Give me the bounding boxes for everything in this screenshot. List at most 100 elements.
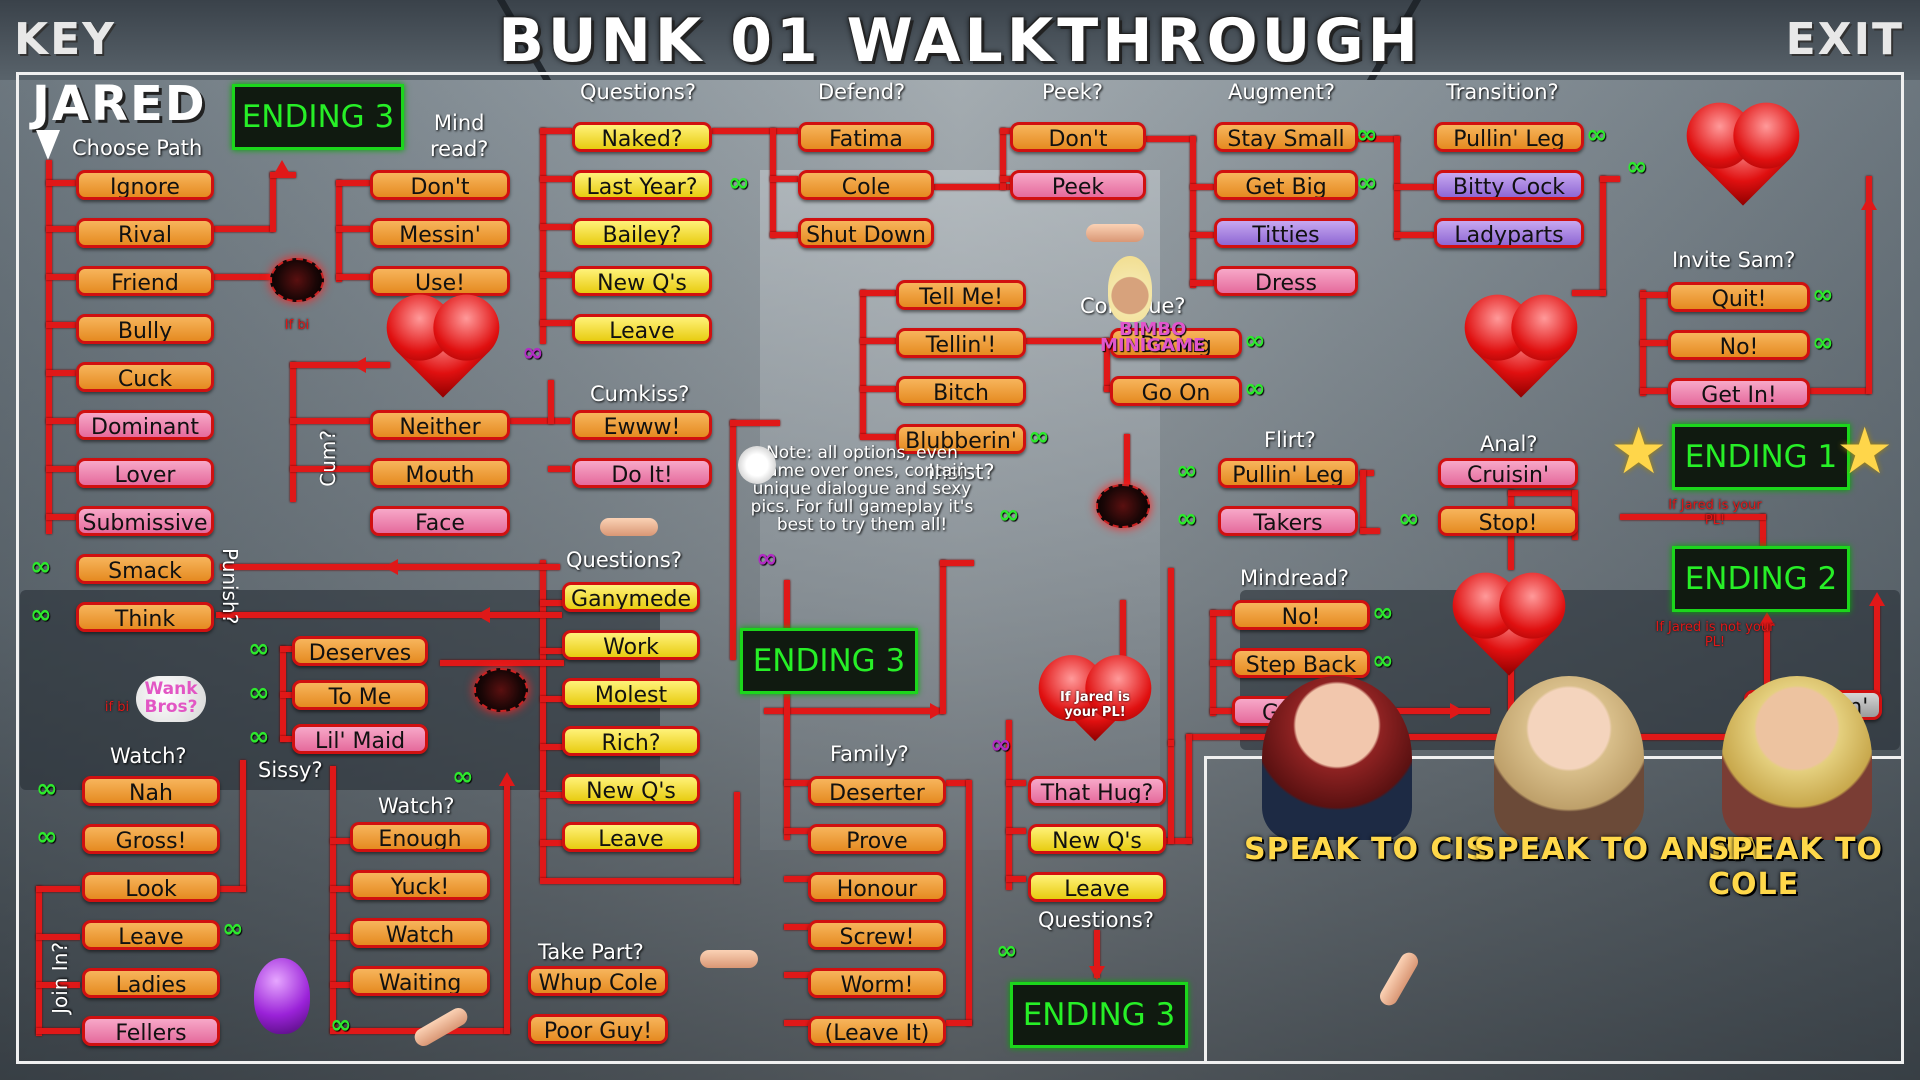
option-dont[interactable]: Don't (370, 170, 510, 200)
option-ewww[interactable]: Ewww! (572, 410, 712, 440)
speak-to-anna-button[interactable]: SPEAK TO ANNA (1474, 832, 1762, 867)
option-yuck[interactable]: Yuck! (350, 870, 490, 900)
option-ignore[interactable]: Ignore (76, 170, 214, 200)
option-enough[interactable]: Enough (350, 822, 490, 852)
option-watch[interactable]: Watch (350, 918, 490, 948)
option-look[interactable]: Look (82, 872, 220, 902)
option-new-qs-2[interactable]: New Q's (562, 774, 700, 804)
option-rich[interactable]: Rich? (562, 726, 700, 756)
option-get-big[interactable]: Get Big (1214, 170, 1358, 200)
option-face[interactable]: Face (370, 506, 510, 536)
option-honour[interactable]: Honour (808, 872, 946, 902)
option-poor-guy[interactable]: Poor Guy! (528, 1014, 668, 1044)
option-messin[interactable]: Messin' (370, 218, 510, 248)
option-lil-maid[interactable]: Lil' Maid (292, 724, 428, 754)
flow-connector (46, 322, 76, 328)
ending-1-box[interactable]: ENDING 1 (1672, 424, 1850, 490)
option-leave[interactable]: Leave (572, 314, 712, 344)
flow-connector (1640, 292, 1668, 298)
option-bitch[interactable]: Bitch (896, 376, 1026, 406)
option-last-year[interactable]: Last Year? (572, 170, 712, 200)
option-naked[interactable]: Naked? (572, 122, 712, 152)
option-mouth[interactable]: Mouth (370, 458, 510, 488)
option-leave-it[interactable]: (Leave It) (808, 1016, 946, 1046)
option-deserves[interactable]: Deserves (292, 636, 428, 666)
option-leave-3[interactable]: Leave (1028, 872, 1166, 902)
option-ladyparts[interactable]: Ladyparts (1434, 218, 1584, 248)
option-whup-cole[interactable]: Whup Cole (528, 966, 668, 996)
option-molest[interactable]: Molest (562, 678, 700, 708)
option-shut-down[interactable]: Shut Down (798, 218, 934, 248)
option-think[interactable]: Think (76, 602, 214, 632)
option-stop[interactable]: Stop! (1438, 506, 1578, 536)
option-smack[interactable]: Smack (76, 554, 214, 584)
option-blubberin[interactable]: Blubberin' (896, 424, 1026, 454)
exit-button[interactable]: EXIT (1785, 14, 1904, 65)
option-quit[interactable]: Quit! (1668, 282, 1810, 312)
key-button[interactable]: KEY (14, 14, 117, 65)
brain-icon (1096, 484, 1150, 528)
option-titties[interactable]: Titties (1214, 218, 1358, 248)
option-bully[interactable]: Bully (76, 314, 214, 344)
option-to-me[interactable]: To Me (292, 680, 428, 710)
option-no-mindread[interactable]: No! (1232, 600, 1370, 630)
option-boring[interactable]: Boring (1110, 328, 1242, 358)
option-ladies[interactable]: Ladies (82, 968, 220, 998)
option-fatima[interactable]: Fatima (798, 122, 934, 152)
option-leave-watch[interactable]: Leave (82, 920, 220, 950)
option-bitty-cock[interactable]: Bitty Cock (1434, 170, 1584, 200)
flow-connector (36, 1028, 80, 1034)
flow-connector (1640, 388, 1668, 394)
option-use[interactable]: Use! (370, 266, 510, 296)
option-takers[interactable]: Takers (1218, 506, 1358, 536)
speak-to-cole-button[interactable]: SPEAK TO COLE (1708, 832, 1883, 902)
option-get-in[interactable]: Get In! (1668, 378, 1810, 408)
flow-connector (1360, 470, 1374, 476)
option-peek[interactable]: Peek (1010, 170, 1146, 200)
ending-3-box[interactable]: ENDING 3 (232, 84, 404, 150)
option-screw[interactable]: Screw! (808, 920, 946, 950)
option-leave-2[interactable]: Leave (562, 822, 700, 852)
ending-3-box[interactable]: ENDING 3 (1010, 982, 1188, 1048)
option-new-qs[interactable]: New Q's (572, 266, 712, 296)
anna-portrait[interactable] (1494, 676, 1644, 840)
option-rival[interactable]: Rival (76, 218, 214, 248)
option-ganymede[interactable]: Ganymede (562, 582, 700, 612)
option-pullin-leg[interactable]: Pullin' Leg (1434, 122, 1584, 152)
option-bailey[interactable]: Bailey? (572, 218, 712, 248)
option-stay-small[interactable]: Stay Small (1214, 122, 1358, 152)
option-dominant[interactable]: Dominant (76, 410, 214, 440)
option-new-qs-3[interactable]: New Q's (1028, 824, 1166, 854)
option-pullin-leg-flirt[interactable]: Pullin' Leg (1218, 458, 1358, 488)
option-cuck[interactable]: Cuck (76, 362, 214, 392)
option-neither[interactable]: Neither (370, 410, 510, 440)
option-do-it[interactable]: Do It! (572, 458, 712, 488)
option-friend[interactable]: Friend (76, 266, 214, 296)
cole-portrait[interactable] (1722, 676, 1872, 840)
option-dont-peek[interactable]: Don't (1010, 122, 1146, 152)
option-worm[interactable]: Worm! (808, 968, 946, 998)
speak-to-cis-button[interactable]: SPEAK TO CIS (1244, 832, 1489, 867)
ending-3-box[interactable]: ENDING 3 (740, 628, 918, 694)
option-tellin[interactable]: Tellin'! (896, 328, 1026, 358)
option-lover[interactable]: Lover (76, 458, 214, 488)
option-that-hug[interactable]: That Hug? (1028, 776, 1166, 806)
flow-connector (540, 128, 546, 344)
option-submissive[interactable]: Submissive (76, 506, 214, 536)
cis-portrait[interactable] (1262, 676, 1412, 840)
option-fellers[interactable]: Fellers (82, 1016, 220, 1046)
ending-2-box[interactable]: ENDING 2 (1672, 546, 1850, 612)
option-dress[interactable]: Dress (1214, 266, 1358, 296)
option-step-back[interactable]: Step Back (1232, 648, 1370, 678)
option-cruisin[interactable]: Cruisin' (1438, 458, 1578, 488)
option-prove[interactable]: Prove (808, 824, 946, 854)
option-work[interactable]: Work (562, 630, 700, 660)
option-go-on[interactable]: Go On (1110, 376, 1242, 406)
option-nah[interactable]: Nah (82, 776, 220, 806)
option-deserter[interactable]: Deserter (808, 776, 946, 806)
option-cole[interactable]: Cole (798, 170, 934, 200)
option-gross[interactable]: Gross! (82, 824, 220, 854)
option-no[interactable]: No! (1668, 330, 1810, 360)
option-tell-me[interactable]: Tell Me! (896, 280, 1026, 310)
option-waiting[interactable]: Waiting (350, 966, 490, 996)
